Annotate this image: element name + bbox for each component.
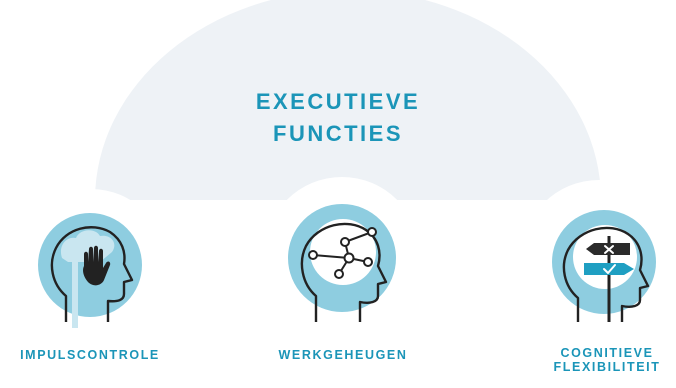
label-line: COGNITIEVE bbox=[560, 346, 654, 360]
label-line: IMPULSCONTROLE bbox=[20, 348, 160, 362]
title-line-2: FUNCTIES bbox=[273, 121, 403, 146]
diagram-title: EXECUTIEVE FUNCTIES bbox=[0, 86, 676, 150]
label-cognitieve-flexibiliteit: COGNITIEVE FLEXIBILITEIT bbox=[545, 346, 669, 374]
label-werkgeheugen: WERKGEHEUGEN bbox=[268, 348, 418, 362]
head-with-signpost-icon bbox=[552, 210, 656, 322]
head-with-stop-hand-icon bbox=[38, 213, 142, 328]
head-with-network-brain-icon bbox=[288, 204, 396, 322]
title-line-1: EXECUTIEVE bbox=[255, 89, 421, 114]
background-arc bbox=[95, 0, 601, 200]
label-line: FLEXIBILITEIT bbox=[553, 360, 661, 374]
label-impulscontrole: IMPULSCONTROLE bbox=[2, 348, 178, 362]
label-line: WERKGEHEUGEN bbox=[278, 348, 408, 362]
